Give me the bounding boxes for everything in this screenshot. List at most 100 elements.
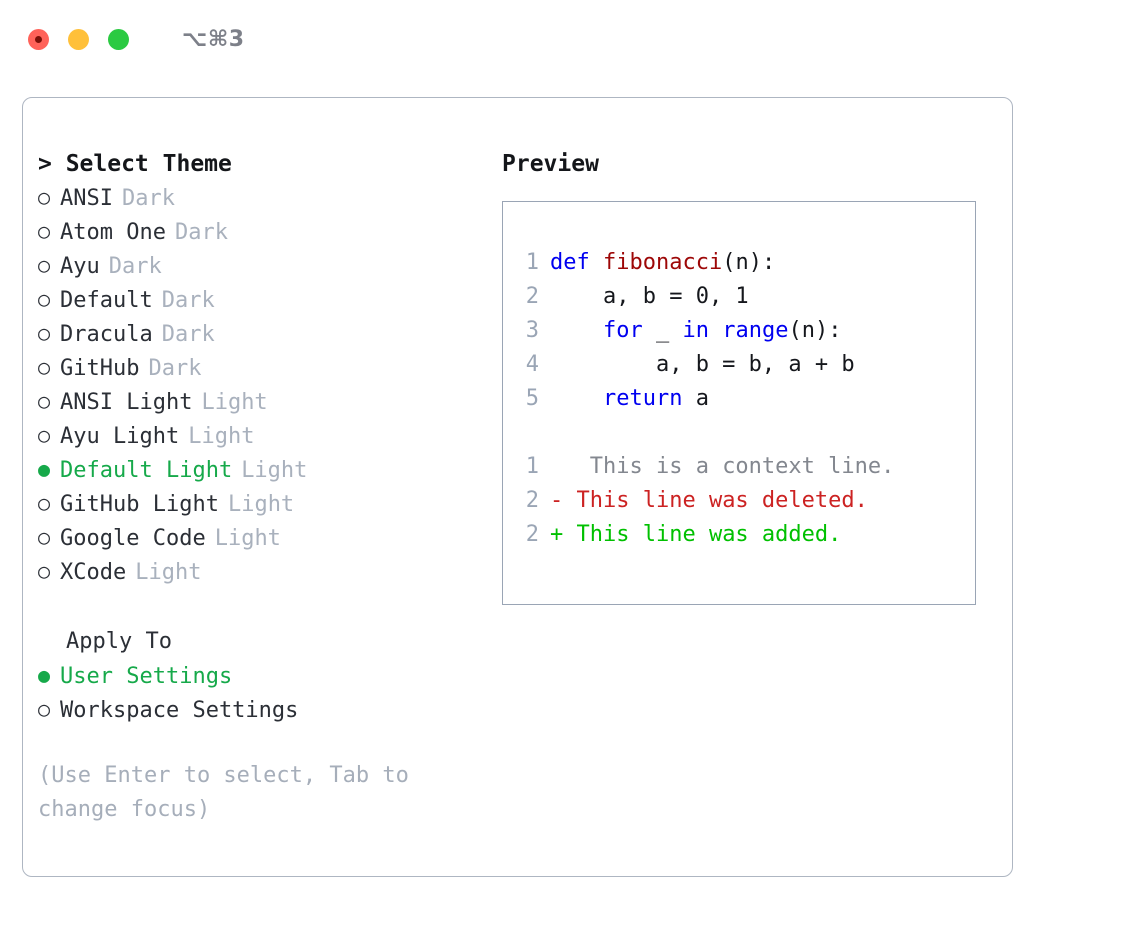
theme-name: GitHub Light [60, 492, 219, 517]
apply-to-item[interactable]: ○ Workspace Settings [38, 693, 498, 727]
theme-list-item[interactable]: ○ Ayu Dark [38, 249, 498, 283]
diff-text: This line was added. [563, 522, 842, 547]
code-token: (n): [788, 318, 842, 343]
code-text: def fibonacci(n): [550, 246, 775, 280]
theme-name: Default Light [60, 458, 233, 483]
theme-name: XCode [60, 560, 127, 585]
diff-text: This line was deleted. [563, 488, 868, 513]
code-token [550, 318, 603, 343]
radio-unselected-icon[interactable]: ○ [38, 697, 51, 721]
code-diff-spacer [513, 416, 969, 450]
radio-unselected-icon[interactable]: ○ [38, 559, 51, 583]
theme-list-item[interactable]: ○ Ayu Light Light [38, 419, 498, 453]
apply-to-list[interactable]: ● User Settings ○ Workspace Settings [38, 659, 498, 727]
radio-unselected-icon[interactable]: ○ [38, 219, 51, 243]
code-line: 5 return a [513, 382, 969, 416]
line-number: 2 [525, 522, 539, 547]
code-token: return [602, 386, 683, 411]
theme-name: GitHub [60, 356, 140, 381]
preview-heading: Preview [502, 151, 599, 177]
theme-name: ANSI [60, 186, 113, 211]
traffic-lights [28, 28, 129, 50]
theme-name: Dracula [60, 322, 153, 347]
title-bar: ⌥⌘3 [0, 0, 1140, 78]
line-number: 4 [525, 352, 539, 377]
theme-variant-tag: Dark [174, 220, 228, 245]
code-token: a, b = b, a + b [550, 352, 855, 377]
theme-variant-tag: Dark [148, 356, 202, 381]
theme-list-item[interactable]: ○ GitHub Dark [38, 351, 498, 385]
code-text: a, b = 0, 1 [550, 280, 749, 314]
select-theme-heading: > Select Theme [38, 151, 232, 177]
diff-marker: + [550, 522, 564, 547]
code-line: 2 a, b = 0, 1 [513, 280, 969, 314]
theme-variant-tag: Dark [161, 288, 215, 313]
code-token: a [682, 386, 709, 411]
apply-to-label: Workspace Settings [60, 698, 299, 723]
code-line: 3 for _ in range(n): [513, 314, 969, 348]
keyboard-hint-text: (Use Enter to select, Tab to change focu… [38, 763, 423, 822]
apply-to-heading: Apply To [66, 629, 172, 654]
theme-name: Atom One [60, 220, 166, 245]
radio-unselected-icon[interactable]: ○ [38, 253, 51, 277]
code-line: 4 a, b = b, a + b [513, 348, 969, 382]
code-token: (n): [722, 250, 776, 275]
code-text: return a [550, 382, 709, 416]
theme-list-item[interactable]: ○ Atom One Dark [38, 215, 498, 249]
code-token: _ [642, 318, 683, 343]
diff-line: 2 + This line was added. [513, 518, 969, 552]
code-token: for [602, 318, 643, 343]
code-token: fibonacci [602, 250, 723, 275]
theme-name: Ayu Light [60, 424, 180, 449]
radio-unselected-icon[interactable]: ○ [38, 389, 51, 413]
theme-name: Google Code [60, 526, 206, 551]
apply-to-label: User Settings [60, 664, 233, 689]
diff-marker [550, 450, 563, 484]
code-line: 1 def fibonacci(n): [513, 246, 969, 280]
radio-unselected-icon[interactable]: ○ [38, 525, 51, 549]
apply-to-item[interactable]: ● User Settings [38, 659, 498, 693]
theme-name: Default [60, 288, 153, 313]
radio-selected-icon[interactable]: ● [38, 457, 51, 481]
diff-line: 2- This line was deleted. [513, 484, 969, 518]
radio-unselected-icon[interactable]: ○ [38, 423, 51, 447]
theme-variant-tag: Dark [121, 186, 175, 211]
theme-list-item[interactable]: ○ ANSI Dark [38, 181, 498, 215]
radio-selected-icon[interactable]: ● [38, 663, 51, 687]
radio-unselected-icon[interactable]: ○ [38, 321, 51, 345]
diff-marker: - [550, 488, 564, 513]
zoom-button[interactable] [108, 28, 129, 50]
close-button[interactable] [28, 28, 49, 50]
diff-sample: 1 This is a context line. 2- This line wa… [513, 450, 969, 552]
theme-list-item[interactable]: ○ Default Dark [38, 283, 498, 317]
radio-unselected-icon[interactable]: ○ [38, 185, 51, 209]
code-token: def [550, 250, 603, 275]
line-number: 1 [525, 250, 539, 275]
radio-unselected-icon[interactable]: ○ [38, 355, 51, 379]
theme-list-item[interactable]: ○ Dracula Dark [38, 317, 498, 351]
radio-unselected-icon[interactable]: ○ [38, 287, 51, 311]
code-text: a, b = b, a + b [550, 348, 855, 382]
theme-name: ANSI Light [60, 390, 193, 415]
minimize-button[interactable] [68, 28, 89, 50]
theme-variant-tag: Light [188, 424, 255, 449]
radio-unselected-icon[interactable]: ○ [38, 491, 51, 515]
theme-variant-tag: Dark [108, 254, 162, 279]
theme-name: Ayu [60, 254, 100, 279]
line-number: 1 [525, 454, 539, 479]
theme-variant-tag: Dark [161, 322, 215, 347]
keyboard-shortcut-label: ⌥⌘3 [182, 26, 245, 52]
diff-text: This is a context line. [563, 454, 895, 479]
